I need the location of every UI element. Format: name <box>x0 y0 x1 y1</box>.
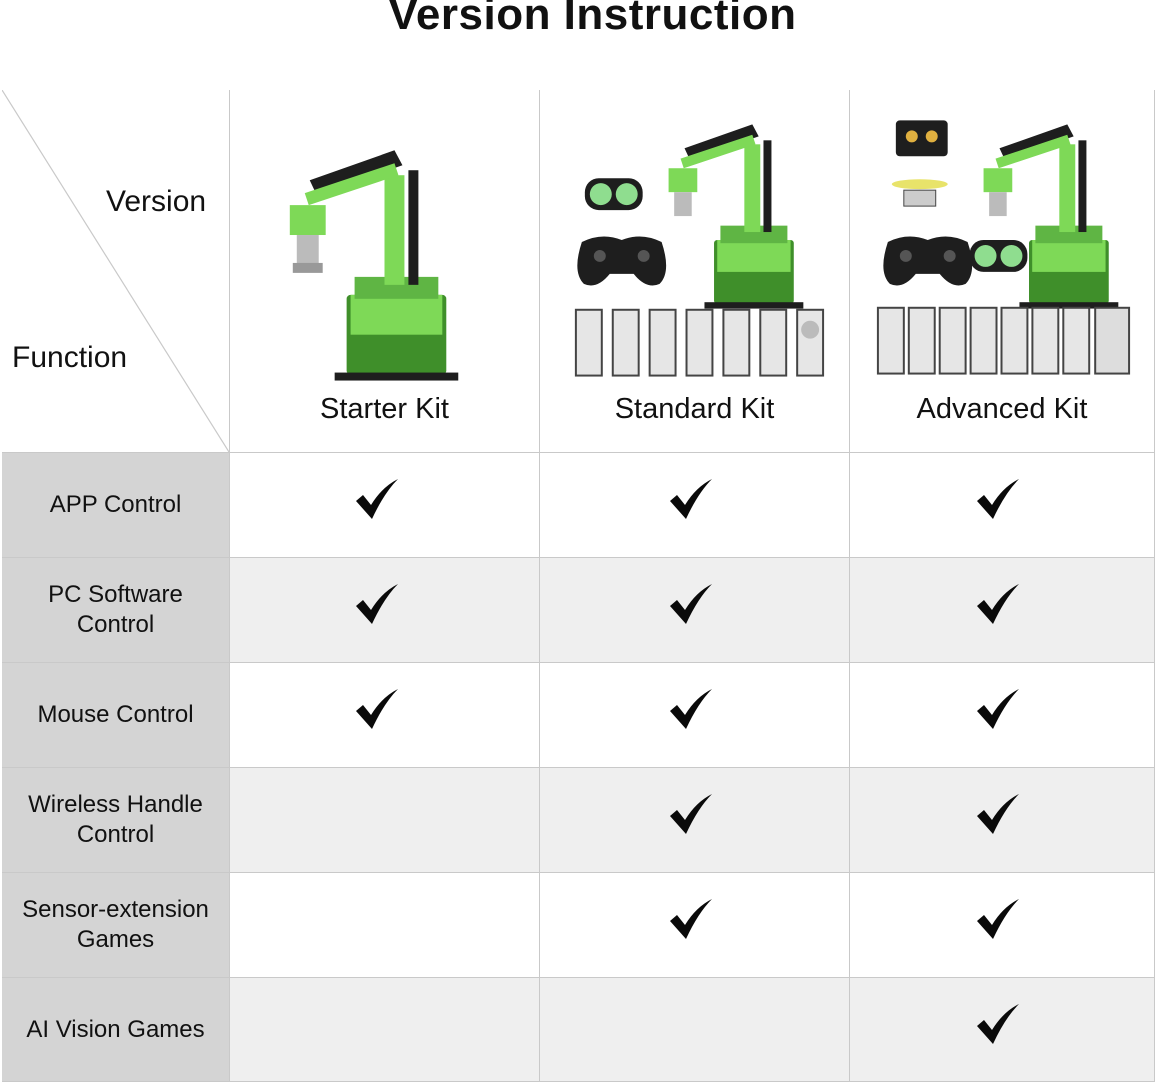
support-cell <box>230 873 540 978</box>
function-label: PC Software Control <box>48 581 183 638</box>
advanced-kit-image <box>876 120 1131 375</box>
function-label: Mouse Control <box>37 701 194 728</box>
check-icon <box>977 1003 1019 1044</box>
support-cell <box>850 978 1155 1082</box>
kit-name-label: Advanced Kit <box>916 393 1088 425</box>
support-cell <box>850 873 1155 978</box>
function-label: Sensor-extension Games <box>22 896 209 953</box>
function-label: AI Vision Games <box>26 1015 205 1043</box>
function-cell-pc-software-control: PC Software Control <box>2 558 230 663</box>
standard-kit-image <box>574 124 825 377</box>
gamepad-icon <box>883 236 973 286</box>
check-icon <box>977 584 1019 624</box>
sensor-module-icon <box>876 306 1131 375</box>
function-cell-sensor-extension-games: Sensor-extension Games <box>2 873 230 978</box>
support-cell <box>230 453 540 558</box>
robot-arm-icon <box>289 150 459 381</box>
check-icon <box>669 899 712 939</box>
version-header-label: Version <box>106 185 207 218</box>
function-cell-app-control: APP Control <box>2 453 230 558</box>
function-cell-mouse-control: Mouse Control <box>2 663 230 768</box>
header-corner-cell: Version Function <box>2 90 230 453</box>
robot-arm-icon <box>668 124 804 309</box>
support-cell <box>540 768 850 873</box>
kit-name-label: Starter Kit <box>320 393 449 425</box>
check-icon <box>355 479 398 519</box>
support-cell <box>230 663 540 768</box>
check-icon <box>669 479 712 519</box>
kit-header-advanced: Advanced Kit <box>850 90 1155 453</box>
kit-header-standard: Standard Kit <box>540 90 850 453</box>
support-cell <box>230 978 540 1082</box>
camera-icon <box>895 120 948 157</box>
support-cell <box>230 768 540 873</box>
check-icon <box>977 479 1019 519</box>
support-cell <box>230 558 540 663</box>
support-cell <box>850 558 1155 663</box>
starter-kit-image <box>289 150 459 381</box>
function-label: Wireless Handle Control <box>28 791 203 848</box>
sensor-module-icon <box>574 308 825 377</box>
check-icon <box>669 584 712 624</box>
function-cell-ai-vision-games: AI Vision Games <box>2 978 230 1082</box>
check-icon <box>977 794 1019 834</box>
support-cell <box>540 978 850 1082</box>
support-cell <box>540 453 850 558</box>
ultrasonic-sensor-icon <box>969 240 1028 272</box>
robot-arm-icon <box>983 124 1119 309</box>
fan-icon <box>891 179 948 207</box>
check-icon <box>669 794 712 834</box>
page-title: Version Instruction <box>388 0 797 39</box>
gamepad-icon <box>577 236 667 286</box>
support-cell <box>540 558 850 663</box>
check-icon <box>355 689 398 729</box>
kit-header-starter: Starter Kit <box>230 90 540 453</box>
support-cell <box>540 663 850 768</box>
support-cell <box>850 768 1155 873</box>
support-cell <box>850 663 1155 768</box>
support-cell <box>540 873 850 978</box>
check-icon <box>977 899 1019 939</box>
check-icon <box>977 689 1019 729</box>
diagonal-divider <box>2 90 229 452</box>
ultrasonic-sensor-icon <box>584 178 643 211</box>
function-header-label: Function <box>12 341 128 374</box>
check-icon <box>669 689 712 729</box>
check-icon <box>355 584 398 624</box>
support-cell <box>850 453 1155 558</box>
kit-name-label: Standard Kit <box>614 393 775 425</box>
function-cell-wireless-handle-control: Wireless Handle Control <box>2 768 230 873</box>
function-label: APP Control <box>49 491 182 518</box>
